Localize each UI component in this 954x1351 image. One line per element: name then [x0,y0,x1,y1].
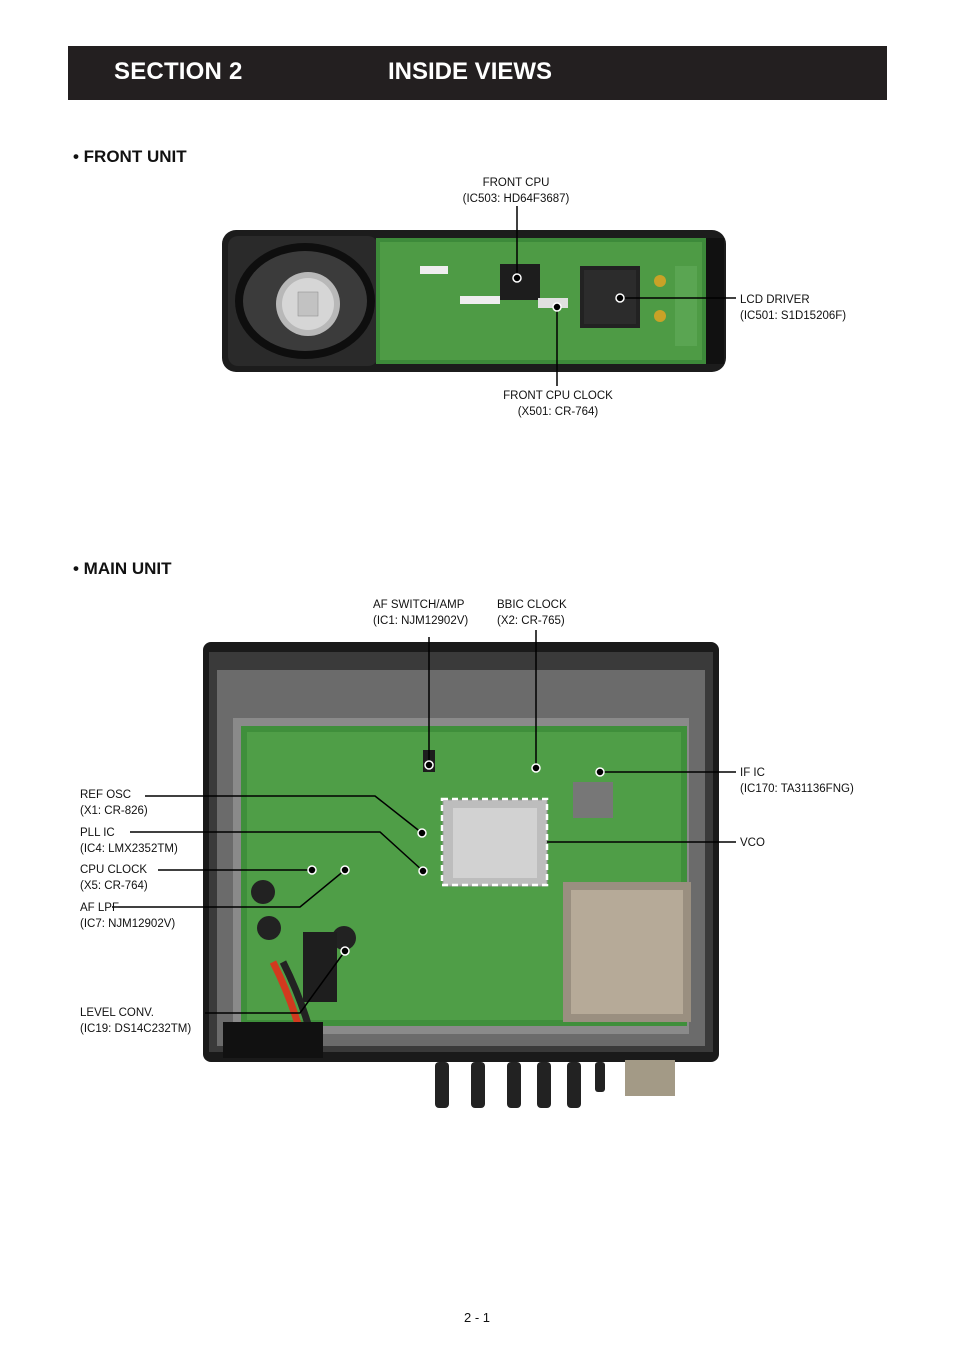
front-unit-photo [222,230,726,372]
front-cpu-label: FRONT CPU (IC503: HD64F3687) [462,177,570,205]
lcd-driver-label: LCD DRIVER (IC501: S1D15206F) [740,294,847,322]
section-header: SECTION 2 INSIDE VIEWS [68,46,887,100]
if-ic-label: IF IC (IC170: TA31136FNG) [740,767,854,795]
ref-osc-label: REF OSC (X1: CR-826) [80,789,148,817]
cpu-clock-label: CPU CLOCK (X5: CR-764) [80,864,148,892]
vco-label: VCO [740,837,765,849]
af-switch-label: AF SWITCH/AMP (IC1: NJM12902V) [373,599,469,627]
section-number: SECTION 2 [114,58,243,85]
level-conv-label: LEVEL CONV. (IC19: DS14C232TM) [80,1007,192,1035]
pll-ic-label: PLL IC (IC4: LMX2352TM) [80,827,178,855]
section-title: INSIDE VIEWS [388,58,553,85]
main-unit-heading: • MAIN UNIT [73,559,172,578]
front-unit-heading: • FRONT UNIT [73,147,187,166]
bbic-clock-label: BBIC CLOCK (X2: CR-765) [497,599,567,627]
front-cpu-clock-label: FRONT CPU CLOCK (X501: CR-764) [503,390,613,418]
page-number: 2 - 1 [463,1310,490,1325]
af-lpf-label: AF LPF (IC7: NJM12902V) [80,902,176,930]
main-unit-photo [203,642,719,1108]
